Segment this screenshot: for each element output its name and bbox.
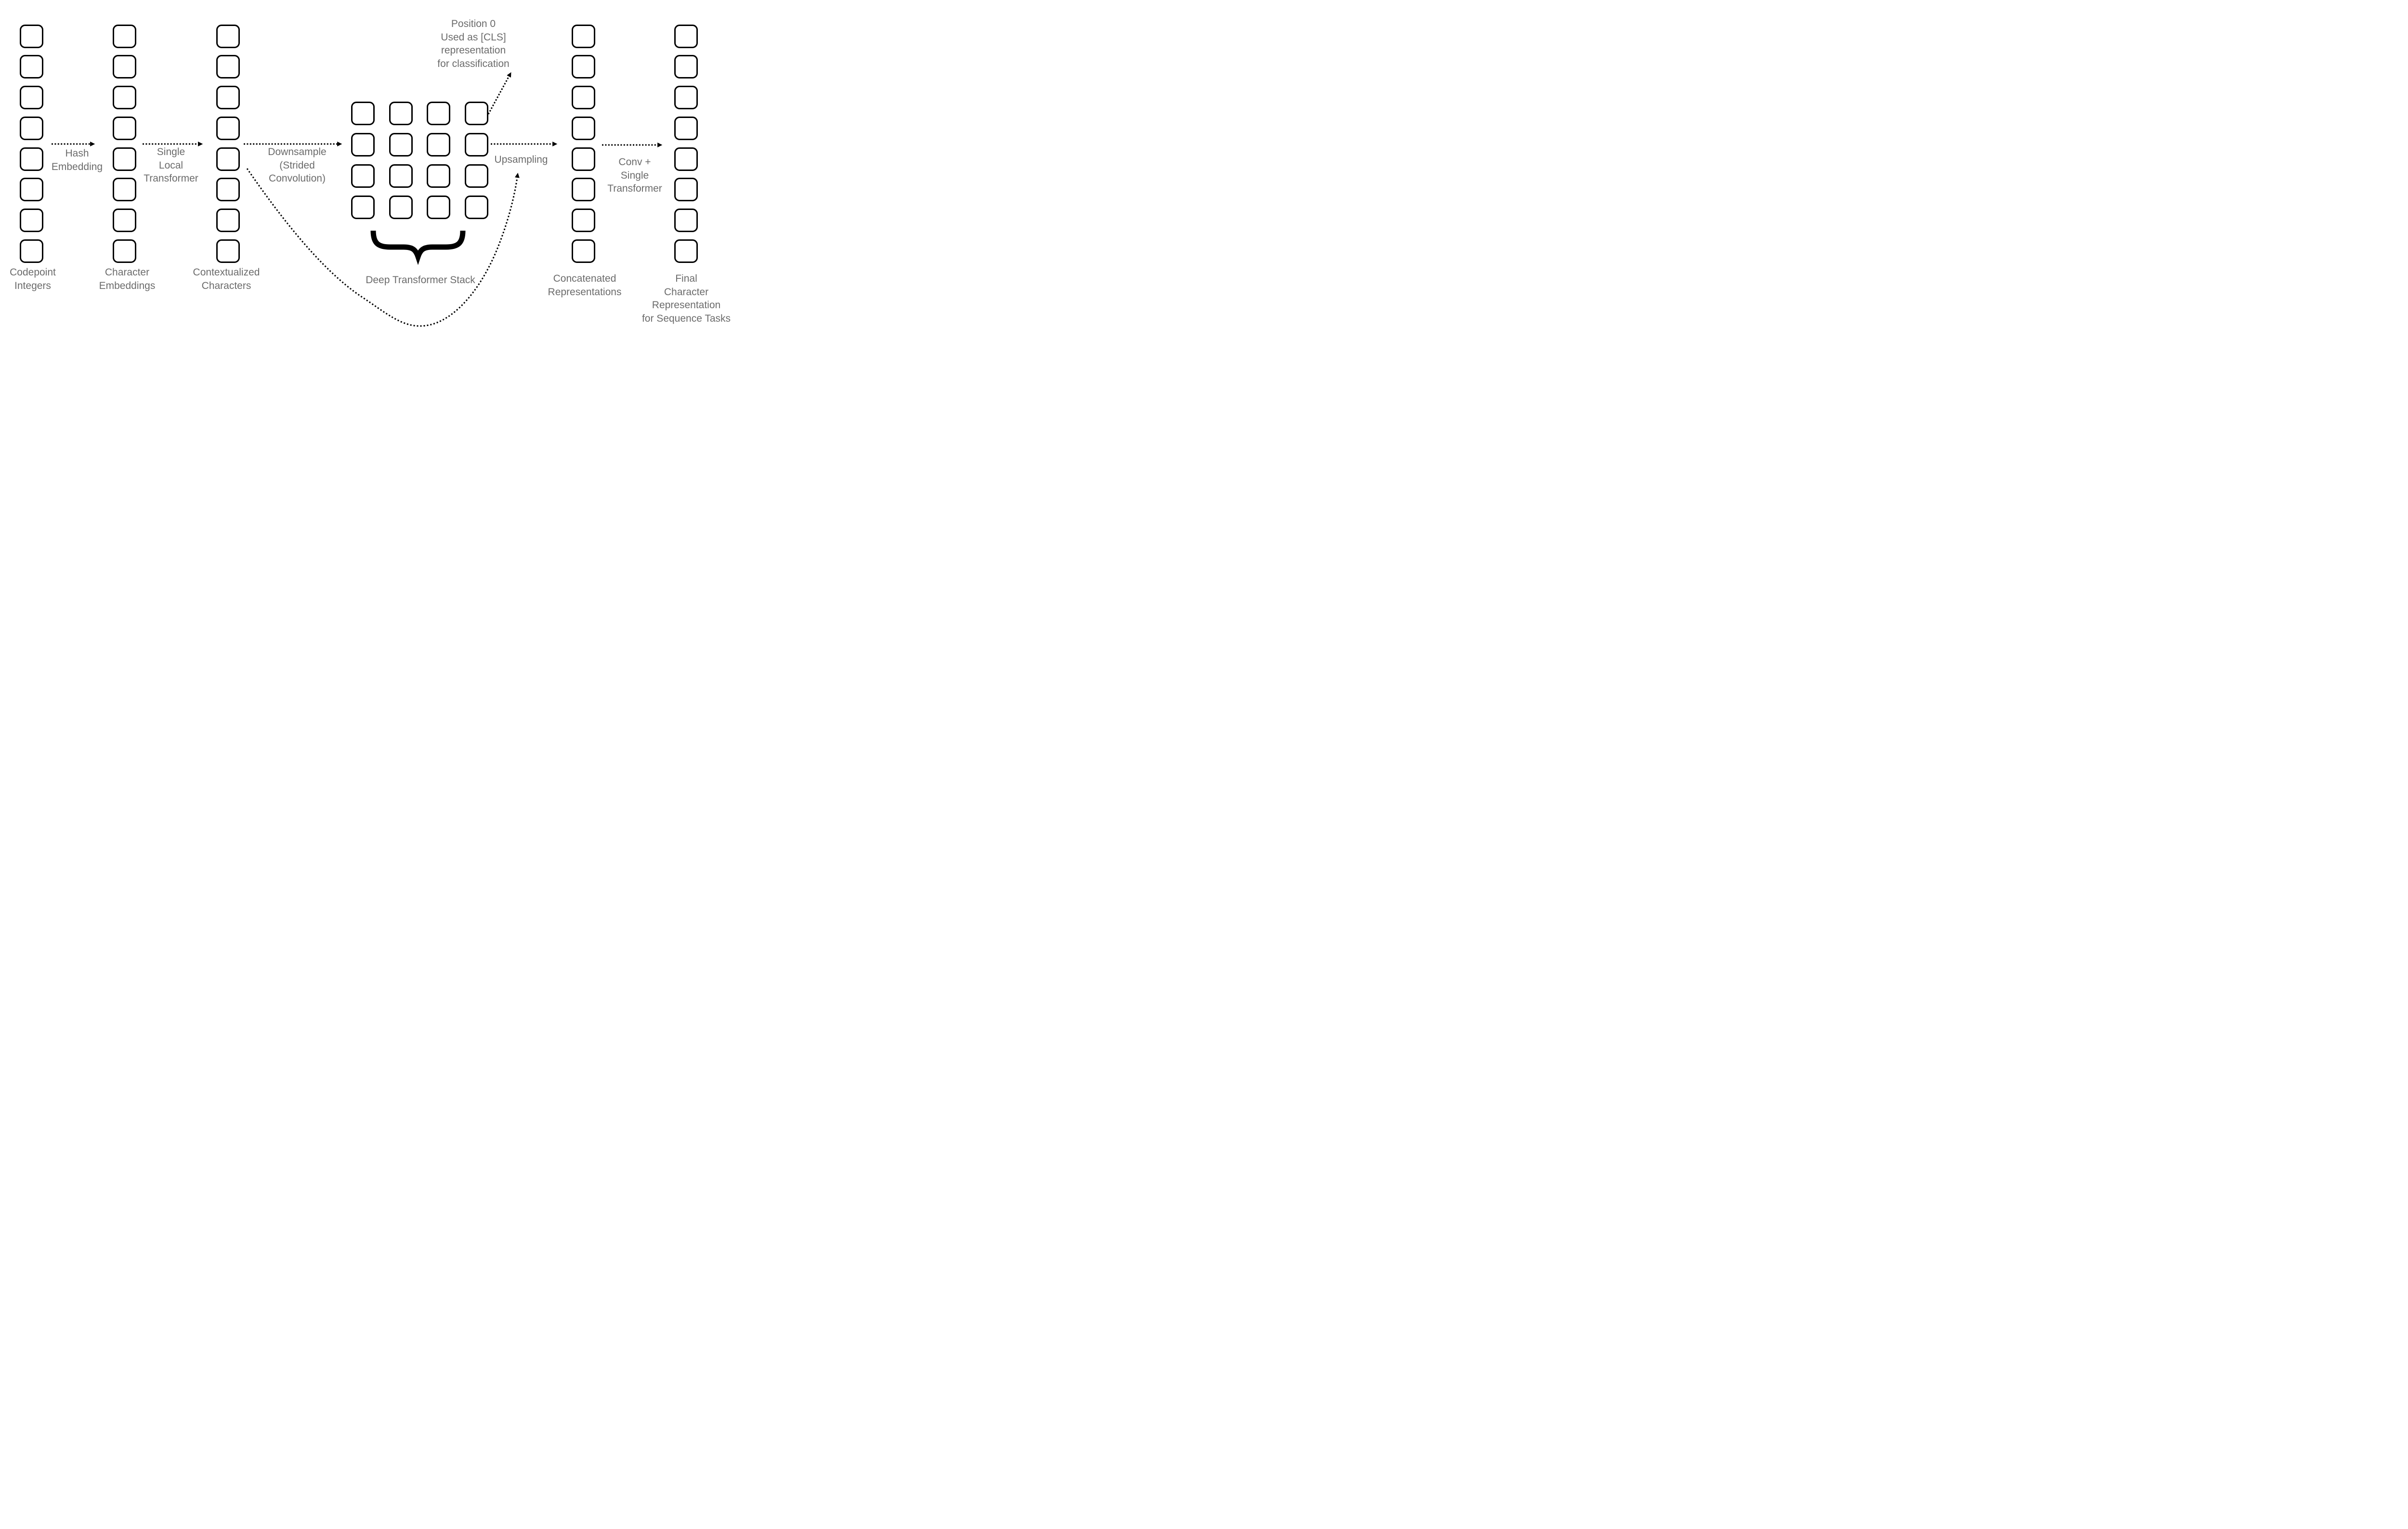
codepoint-integers-label: Codepoint Integers	[10, 267, 56, 291]
contextualized-characters-column	[216, 24, 240, 263]
concat-square	[572, 178, 595, 202]
char-embedding-square	[112, 239, 136, 263]
deep-stack-brace	[370, 230, 466, 265]
contextualized-square	[216, 55, 240, 79]
single-local-transformer-label: Single Local Transformer	[144, 146, 198, 184]
downsampled-square	[389, 133, 413, 157]
final-representation-column	[674, 24, 698, 263]
concatenated-representations-column	[572, 24, 595, 263]
final-square	[674, 209, 698, 233]
codepoint-square	[20, 147, 43, 171]
concatenated-representations-label: Concatenated Representations	[548, 273, 622, 298]
downsampled-square	[427, 196, 451, 219]
final-square	[674, 147, 698, 171]
conv-single-transformer-label: Conv + Single Transformer	[607, 157, 662, 194]
char-embedding-square	[112, 178, 136, 202]
codepoint-square	[20, 86, 43, 110]
architecture-diagram: Hash Embedding Single Local Transformer …	[0, 0, 740, 341]
final-square	[674, 239, 698, 263]
contextualized-square	[216, 239, 240, 263]
hash-embedding-label: Hash Embedding	[51, 148, 103, 172]
char-embedding-square	[112, 55, 136, 79]
downsampled-square	[351, 164, 375, 188]
cls-position0-arrow	[487, 72, 511, 115]
downsampled-square	[427, 164, 451, 188]
final-representation-label: Final Character Representation for Seque…	[641, 273, 731, 324]
final-square	[674, 24, 698, 48]
concat-square	[572, 147, 595, 171]
downsampled-square	[351, 196, 375, 219]
codepoint-square	[20, 24, 43, 48]
codepoint-integers-column	[20, 24, 43, 263]
contextualized-square	[216, 178, 240, 202]
char-embedding-square	[112, 147, 136, 171]
contextualized-square	[216, 86, 240, 110]
deep-transformer-stack-label: Deep Transformer Stack	[366, 274, 475, 286]
codepoint-square	[20, 239, 43, 263]
downsampled-square	[389, 164, 413, 188]
final-square	[674, 55, 698, 79]
char-embedding-square	[112, 116, 136, 140]
character-embeddings-column	[112, 24, 136, 263]
final-square	[674, 178, 698, 202]
char-embedding-square	[112, 86, 136, 110]
contextualized-square	[216, 116, 240, 140]
character-embeddings-label: Character Embeddings	[99, 267, 156, 291]
contextualized-square	[216, 209, 240, 233]
downsampled-square	[465, 133, 489, 157]
codepoint-square	[20, 55, 43, 79]
char-embedding-square	[112, 24, 136, 48]
downsampled-square	[427, 133, 451, 157]
connectors-layer	[52, 72, 663, 327]
codepoint-square	[20, 116, 43, 140]
deep-transformer-stack-grid	[351, 102, 489, 219]
downsampled-square	[427, 102, 451, 125]
downsampled-square	[465, 196, 489, 219]
downsampled-square	[351, 133, 375, 157]
cls-position0-note: Position 0 Used as [CLS] representation …	[437, 18, 510, 69]
downsampled-square-cls	[465, 102, 489, 125]
final-square	[674, 86, 698, 110]
final-square	[674, 116, 698, 140]
codepoint-square	[20, 178, 43, 202]
concat-square	[572, 116, 595, 140]
contextualized-characters-label: Contextualized Characters	[193, 267, 260, 291]
char-embedding-square	[112, 209, 136, 233]
downsampled-square	[465, 164, 489, 188]
downsampled-square	[351, 102, 375, 125]
residual-skip-connection-curve	[246, 168, 520, 327]
concat-square	[572, 55, 595, 79]
downsample-label: Downsample (Strided Convolution)	[268, 146, 327, 184]
concat-square	[572, 24, 595, 48]
upsampling-label: Upsampling	[494, 154, 548, 165]
contextualized-square	[216, 147, 240, 171]
concat-square	[572, 209, 595, 233]
downsampled-square	[389, 102, 413, 125]
codepoint-square	[20, 209, 43, 233]
concat-square	[572, 239, 595, 263]
downsampled-square	[389, 196, 413, 219]
concat-square	[572, 86, 595, 110]
contextualized-square	[216, 24, 240, 48]
